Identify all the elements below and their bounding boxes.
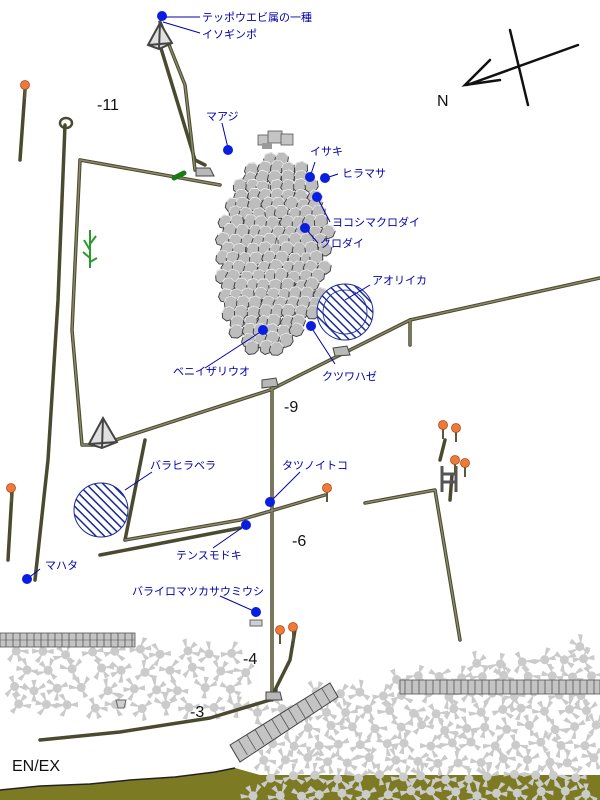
tatsunoitoko-dot (265, 497, 275, 507)
species-label-isoginpo: イソギンポ (202, 28, 257, 41)
tensumodoki-dot (241, 520, 251, 530)
species-label-teppouebi: テッポウエビ属の一種 (202, 10, 312, 24)
species-labels: テッポウエビ属の一種 イソギンポ マアジ イサキ ヒラマサ ヨコシマクロダイ ク… (45, 10, 427, 598)
species-label-hiramasa: ヒラマサ (342, 167, 386, 180)
entry-exit-label: EN/EX (12, 758, 60, 775)
artificial-reef-blocks (212, 151, 337, 357)
depth-label-3: -3 (190, 704, 204, 721)
shore (0, 631, 600, 800)
depth-label-11: -11 (97, 97, 119, 114)
breakwater-top-left (0, 632, 136, 648)
depth-label-9: -9 (284, 399, 298, 416)
mahata-dot (22, 574, 32, 584)
yokoshimakurodai-dot (312, 192, 322, 202)
small-blocks-top (257, 130, 294, 149)
kurodai-dot (300, 223, 310, 233)
aoriika-area (316, 283, 374, 341)
species-label-barahiraberra: バラヒラベラ (150, 459, 216, 472)
breakwater-stairs (229, 682, 339, 763)
seaweed (82, 230, 98, 268)
species-label-yokoshimakurodai: ヨコシマクロダイ (332, 215, 420, 229)
depth-label-6: -6 (292, 533, 306, 550)
sand-beach (0, 768, 600, 800)
pyramid-frame-top (146, 20, 174, 51)
isaki-dot (305, 172, 315, 182)
breakwater-top-right (399, 679, 600, 695)
maaji-dot (223, 145, 233, 155)
species-leaders (26, 16, 371, 613)
barairomatsukasauoshi-dot (251, 607, 261, 617)
species-label-tensumodoki: テンスモドキ (176, 549, 242, 562)
pyramid-frame-left (87, 415, 119, 450)
species-label-aoriika: アオリイカ (372, 274, 427, 287)
guide-ropes (6, 20, 600, 742)
species-dots (22, 11, 330, 617)
beniizariuo-dot (258, 325, 268, 335)
species-label-maaji: マアジ (206, 110, 239, 123)
anchor-weights (58, 116, 351, 709)
north-label: N (437, 93, 449, 110)
species-label-barairomatsukasauoshi: バライロマツカサウミウシ (132, 585, 264, 598)
north-arrow (461, 28, 580, 107)
hiramasa-dot (320, 173, 330, 183)
kutsuwahaze-dot (306, 321, 316, 331)
habitat-areas (73, 283, 374, 538)
barahiraberra-area (73, 482, 129, 538)
depth-label-4: -4 (243, 651, 257, 668)
ladder-frame (440, 466, 458, 492)
species-label-mahata: マハタ (45, 559, 78, 572)
species-label-kurodai: クロダイ (320, 236, 364, 250)
rope-highlights (71, 21, 600, 701)
species-label-beniizariuo: ベニイザリウオ (173, 365, 250, 378)
depth-markers: -11 -9 -6 -4 -3 (97, 97, 306, 721)
species-label-isaki: イサキ (310, 145, 343, 158)
teppouebi-dot (157, 11, 167, 21)
species-label-tatsunoitoko: タツノイトコ (282, 459, 348, 472)
species-label-kutsuwahaze: クツワハゼ (322, 370, 377, 383)
